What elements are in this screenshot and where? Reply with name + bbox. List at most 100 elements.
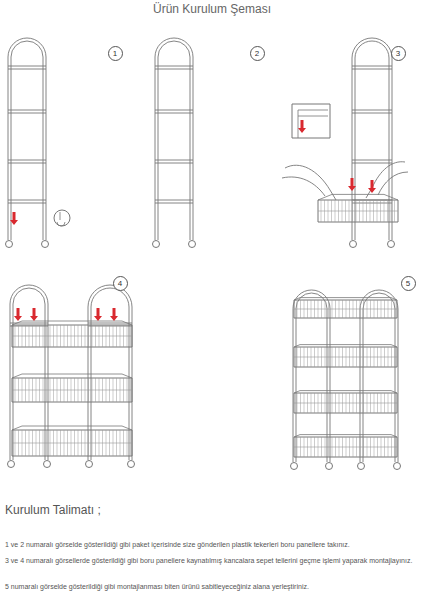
frame-line	[294, 391, 397, 393]
callout-number: 2	[255, 49, 259, 58]
frame-line	[352, 66, 392, 67]
wheel-detail	[54, 210, 70, 226]
wheel	[128, 461, 135, 468]
frame-line	[155, 38, 193, 240]
frame-line	[294, 437, 397, 457]
frame-line	[22, 374, 122, 375]
red-arrow	[298, 120, 306, 133]
frame-line	[294, 309, 397, 310]
wheel	[189, 241, 196, 248]
red-arrow	[110, 308, 118, 321]
wheel	[42, 241, 49, 248]
frame-line	[294, 357, 397, 358]
wheel	[388, 241, 395, 248]
frame-line	[300, 434, 391, 435]
instruction-text: 1 ve 2 numaralı görselde gösterildiği gi…	[5, 540, 419, 549]
frame-line	[8, 66, 46, 67]
callout-circle: 5	[401, 276, 416, 291]
frame-line	[12, 378, 132, 402]
wheel	[350, 241, 357, 248]
wheel	[6, 241, 13, 248]
frame-line	[300, 297, 391, 298]
frame-line	[294, 298, 397, 300]
frame-line	[318, 194, 398, 200]
frame-line	[318, 200, 398, 222]
red-arrow	[30, 308, 38, 321]
frame-line	[12, 390, 132, 391]
instruction-text: 3 ve 4 numaralı görsellerde gösterildiği…	[5, 556, 419, 565]
wheel	[44, 461, 51, 468]
frame-line	[12, 374, 132, 378]
frame-line	[155, 113, 193, 114]
frame-line	[88, 326, 132, 327]
callout-number: 4	[118, 279, 122, 288]
frame-line	[352, 160, 392, 161]
frame-line	[155, 110, 193, 111]
frame-line	[8, 113, 46, 114]
title: Ürün Kurulum Şeması	[0, 2, 424, 16]
frame-line	[12, 430, 132, 456]
frame-line	[332, 194, 384, 195]
frame-line	[158, 41, 190, 240]
wheel	[153, 241, 160, 248]
frame-line	[8, 110, 46, 111]
frame-line	[155, 200, 193, 201]
frame-line	[88, 285, 132, 460]
frame-line	[294, 435, 397, 437]
frame-line	[352, 163, 392, 164]
wheel	[291, 463, 298, 470]
frame-line	[300, 344, 391, 345]
frame-line	[155, 160, 193, 161]
frame-line	[352, 113, 392, 114]
frame-line	[294, 345, 397, 347]
frame-line	[8, 160, 46, 161]
frame-line	[8, 38, 46, 240]
red-arrow	[94, 308, 102, 321]
frame-line	[293, 290, 330, 462]
callout-circle: 4	[113, 276, 128, 291]
frame-line	[155, 203, 193, 204]
wheel	[86, 461, 93, 468]
frame-line	[155, 69, 193, 70]
frame-line	[352, 110, 392, 111]
instruction-text: 5 numaralı görselde gösterildiği gibi mo…	[5, 582, 419, 591]
frame-line	[352, 203, 392, 204]
frame-line	[318, 211, 398, 212]
frame-line	[352, 38, 392, 240]
frame-line	[352, 69, 392, 70]
frame-line	[282, 165, 336, 200]
frame-line	[155, 66, 193, 67]
frame-line	[300, 390, 391, 391]
frame-line	[292, 104, 330, 138]
wheel	[8, 461, 15, 468]
frame-line	[8, 163, 46, 164]
frame-line	[12, 426, 132, 430]
section-heading: Kurulum Talimatı ;	[5, 502, 305, 518]
frame-line	[12, 321, 132, 325]
frame-line	[22, 321, 122, 322]
frame-line	[11, 41, 43, 240]
frame-line	[12, 443, 132, 444]
frame-line	[57, 212, 65, 226]
callout-number: 3	[396, 49, 400, 58]
frame-line	[12, 336, 132, 337]
callout-circle: 1	[108, 46, 123, 61]
frame-line	[22, 426, 122, 427]
red-arrow	[348, 178, 356, 191]
frame-line	[10, 285, 48, 460]
wheel	[394, 463, 401, 470]
frame-line	[366, 162, 408, 198]
callout-number: 1	[113, 49, 117, 58]
callout-number: 5	[406, 279, 410, 288]
frame-line	[12, 325, 132, 347]
red-arrow	[10, 212, 18, 225]
red-arrow	[368, 180, 376, 193]
frame-line	[294, 300, 397, 318]
frame-line	[8, 203, 46, 204]
callout-circle: 3	[391, 46, 406, 61]
frame-line	[294, 393, 397, 413]
callout-circle: 2	[250, 46, 265, 61]
frame-line	[294, 403, 397, 404]
red-arrow	[14, 308, 22, 321]
